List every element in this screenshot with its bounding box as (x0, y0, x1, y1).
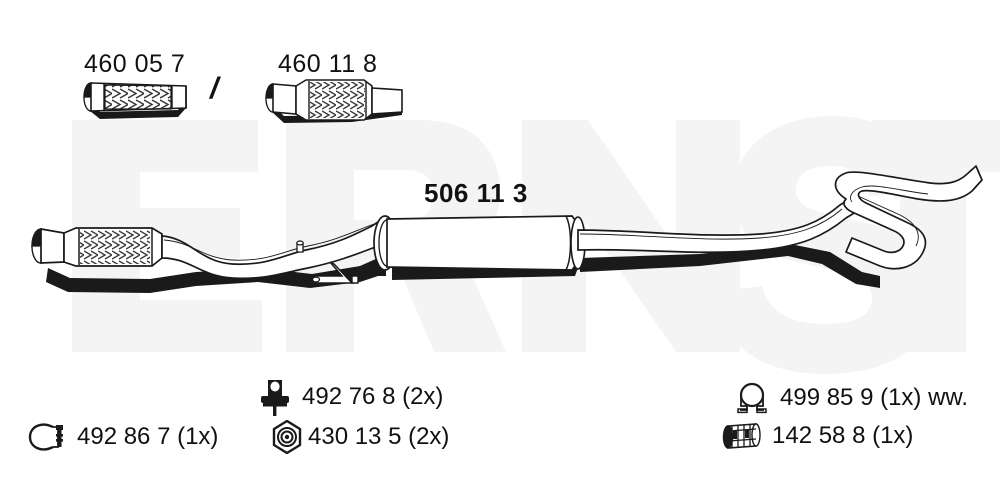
part-number-460-05-7: 460 05 7 (84, 50, 186, 78)
connector-sleeve-icon (722, 423, 761, 449)
legend-label-499-85-9: 499 85 9 (1x) ww. (780, 384, 969, 411)
flex-pipe-460-11-8-icon (265, 79, 403, 123)
part-number-460-11-8: 460 11 8 (278, 50, 378, 78)
part-number-506-11-3: 506 11 3 (424, 178, 528, 208)
legend-item-492-76-8: 492 76 8 (2x) (258, 378, 443, 416)
hex-nut-icon (272, 420, 302, 454)
legend-item-492-86-7: 492 86 7 (1x) (28, 420, 218, 454)
legend-label-430-13-5: 430 13 5 (2x) (308, 423, 450, 450)
pipe-clamp-icon (28, 423, 63, 451)
u-bolt-clamp-icon (737, 382, 767, 414)
legend-item-499-85-9: 499 85 9 (1x) ww. (734, 382, 968, 414)
legend-label-492-86-7: 492 86 7 (1x) (77, 423, 219, 450)
legend-item-142-58-8: 142 58 8 (1x) (722, 421, 913, 451)
legend-item-430-13-5: 430 13 5 (2x) (272, 420, 449, 454)
pipe-stud-icon (296, 240, 304, 253)
flex-pipe-460-05-7-icon (83, 82, 187, 119)
legend-label-142-58-8: 142 58 8 (1x) (772, 422, 914, 449)
legend-label-492-76-8: 492 76 8 (2x) (302, 383, 444, 410)
alternatives-separator: / (210, 72, 219, 105)
rubber-hanger-mount-icon (261, 380, 289, 416)
